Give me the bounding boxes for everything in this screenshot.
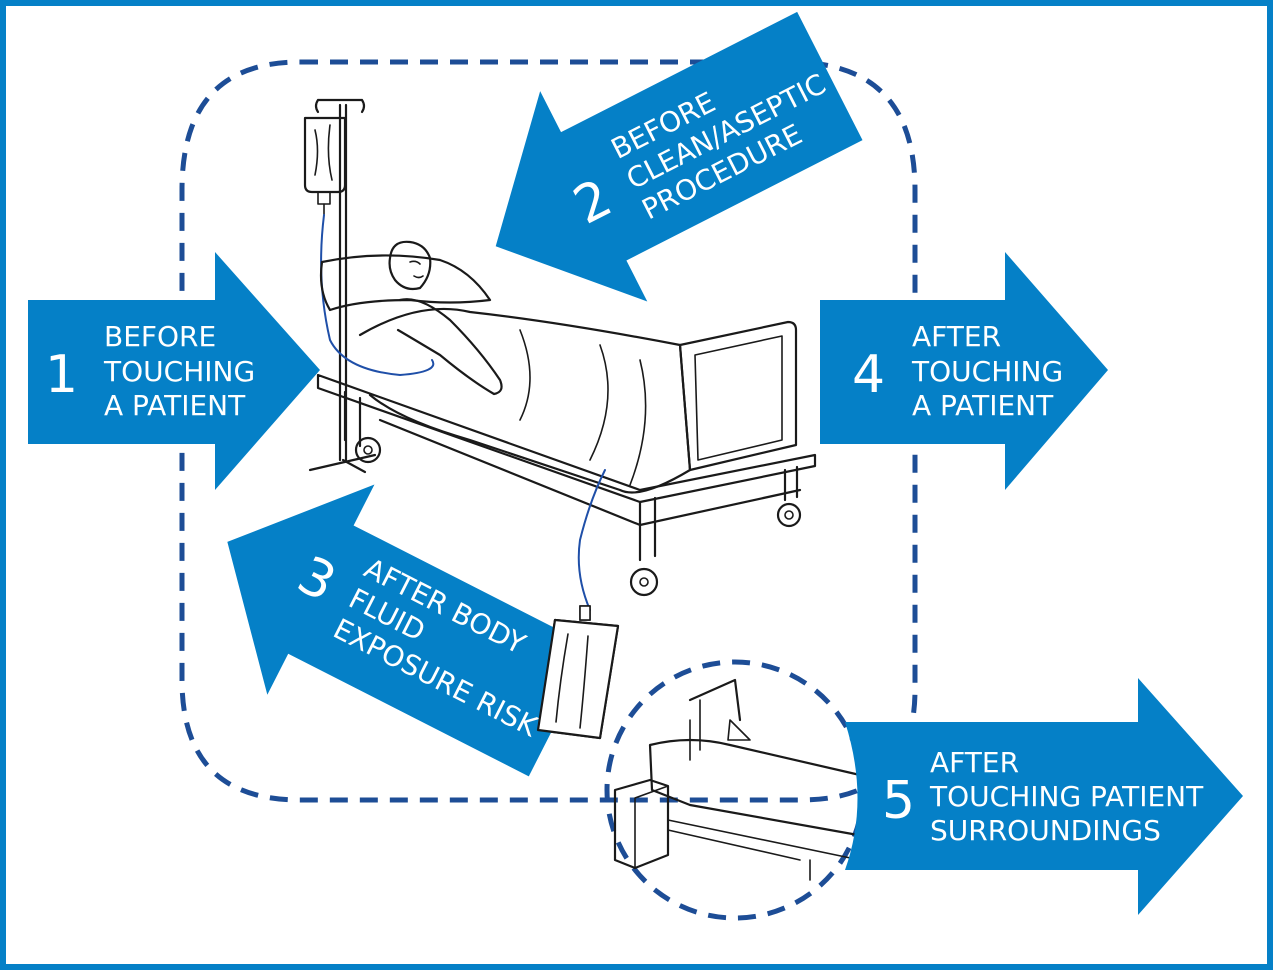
moment-4-number: 4 — [852, 345, 885, 405]
surroundings-zone-boundary — [604, 659, 866, 921]
moment-4-line-1: AFTER — [912, 320, 1001, 353]
moment-1-line-1: BEFORE — [104, 320, 216, 353]
moment-5-line-1: AFTER — [930, 746, 1019, 779]
patient-zone-boundary — [179, 59, 918, 803]
moment-4-arrow: 4 AFTER TOUCHING A PATIENT — [820, 252, 1108, 490]
moment-3-arrow: 3 AFTER BODY FLUID EXPOSURE RISK — [227, 484, 595, 777]
moment-4-arrow-shape — [820, 252, 1108, 490]
moment-5-line-3: SURROUNDINGS — [930, 814, 1161, 847]
moment-3-arrow-shape — [227, 484, 595, 777]
hospital-bed-illustration — [303, 98, 817, 740]
moment-1-number: 1 — [45, 345, 78, 405]
moment-4-line-2: TOUCHING — [911, 355, 1063, 388]
moment-1-arrow-shape — [28, 252, 320, 490]
moment-5-arrow-shape — [845, 678, 1243, 915]
drainage-bag-icon — [536, 605, 620, 740]
patient-surroundings-illustration — [613, 678, 862, 881]
moment-4-line-3: A PATIENT — [912, 389, 1054, 422]
moment-5-line-2: TOUCHING PATIENT — [929, 780, 1204, 813]
moment-1-line-2: TOUCHING — [103, 355, 255, 388]
moment-2-arrow: 2 BEFORE CLEAN/ASEPTIC PROCEDURE — [495, 11, 863, 302]
moment-5-arrow: 5 AFTER TOUCHING PATIENT SURROUNDINGS — [845, 678, 1243, 915]
moment-1-arrow: 1 BEFORE TOUCHING A PATIENT — [28, 252, 320, 490]
moment-1-line-3: A PATIENT — [104, 389, 246, 422]
moment-2-arrow-shape — [495, 11, 863, 302]
moment-5-number: 5 — [882, 771, 915, 831]
